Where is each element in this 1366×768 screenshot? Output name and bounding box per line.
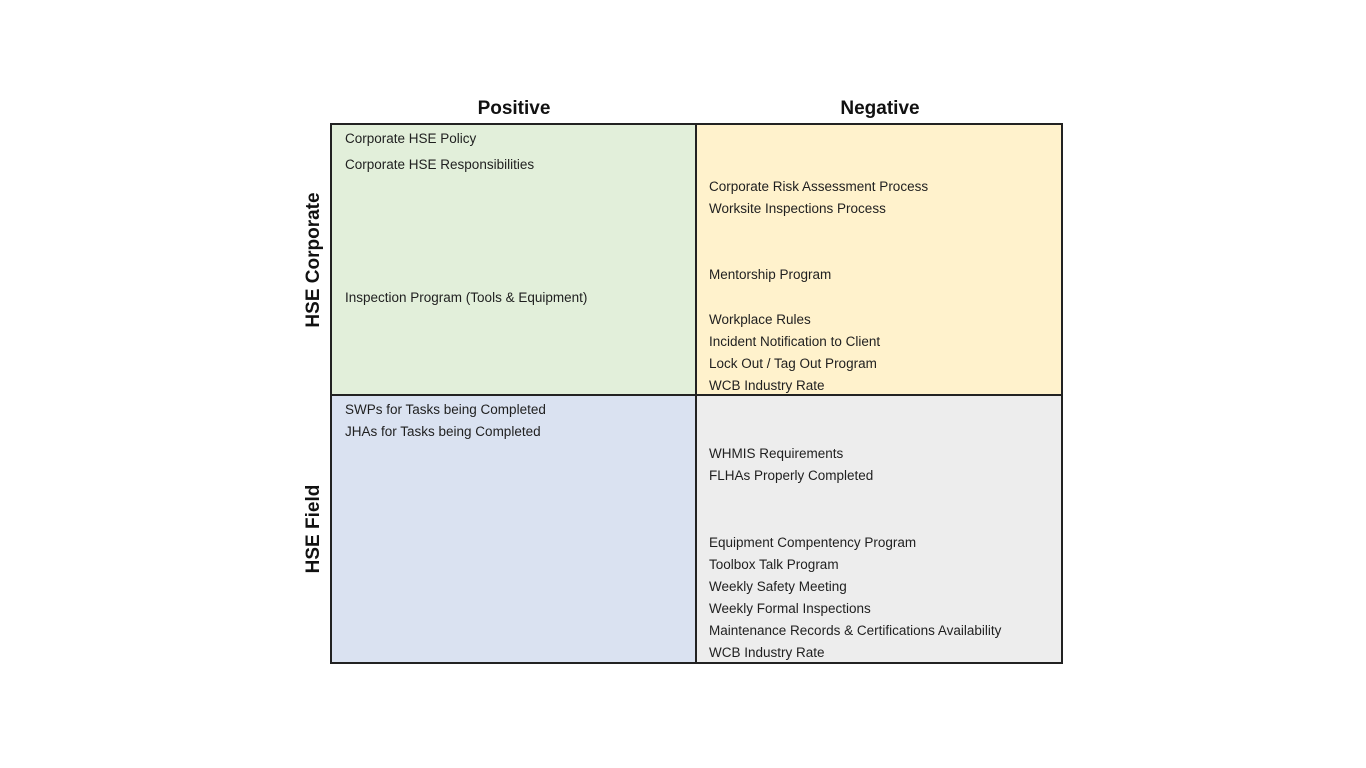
column-header-positive: Positive [477, 98, 551, 119]
row-header-hse-corporate: HSE Corporate [303, 192, 324, 328]
row-header-hse-field: HSE Field [303, 484, 324, 574]
cell-corporate-positive: Corporate HSE Policy Corporate HSE Respo… [332, 125, 697, 396]
list-item: Weekly Formal Inspections [709, 601, 871, 616]
cell-field-negative: WHMIS Requirements FLHAs Properly Comple… [697, 396, 1061, 662]
list-item: FLHAs Properly Completed [709, 468, 874, 483]
column-header-negative: Negative [840, 98, 920, 119]
list-item: Maintenance Records & Certifications Ava… [709, 623, 1002, 638]
list-item: SWPs for Tasks being Completed [345, 402, 546, 417]
cell-field-positive: SWPs for Tasks being Completed JHAs for … [332, 396, 697, 662]
cell-corporate-negative: Corporate Risk Assessment Process Worksi… [697, 125, 1061, 396]
list-item: Lock Out / Tag Out Program [709, 356, 877, 371]
list-item: Corporate HSE Policy [345, 131, 477, 146]
list-item: Incident Notification to Client [709, 334, 881, 349]
list-item: Corporate HSE Responsibilities [345, 157, 535, 172]
list-item: Equipment Compentency Program [709, 535, 917, 550]
list-item: Corporate Risk Assessment Process [709, 179, 929, 194]
list-item: WCB Industry Rate [709, 645, 825, 660]
list-item: Inspection Program (Tools & Equipment) [345, 290, 588, 305]
list-item: Workplace Rules [709, 312, 811, 327]
list-item: Mentorship Program [709, 267, 832, 282]
list-item: WHMIS Requirements [709, 446, 844, 461]
list-item: WCB Industry Rate [709, 378, 825, 393]
list-item: Toolbox Talk Program [709, 557, 839, 572]
list-item: JHAs for Tasks being Completed [345, 424, 541, 439]
list-item: Weekly Safety Meeting [709, 579, 847, 594]
quadrant-matrix: Corporate HSE Policy Corporate HSE Respo… [330, 123, 1063, 664]
list-item: Worksite Inspections Process [709, 201, 886, 216]
